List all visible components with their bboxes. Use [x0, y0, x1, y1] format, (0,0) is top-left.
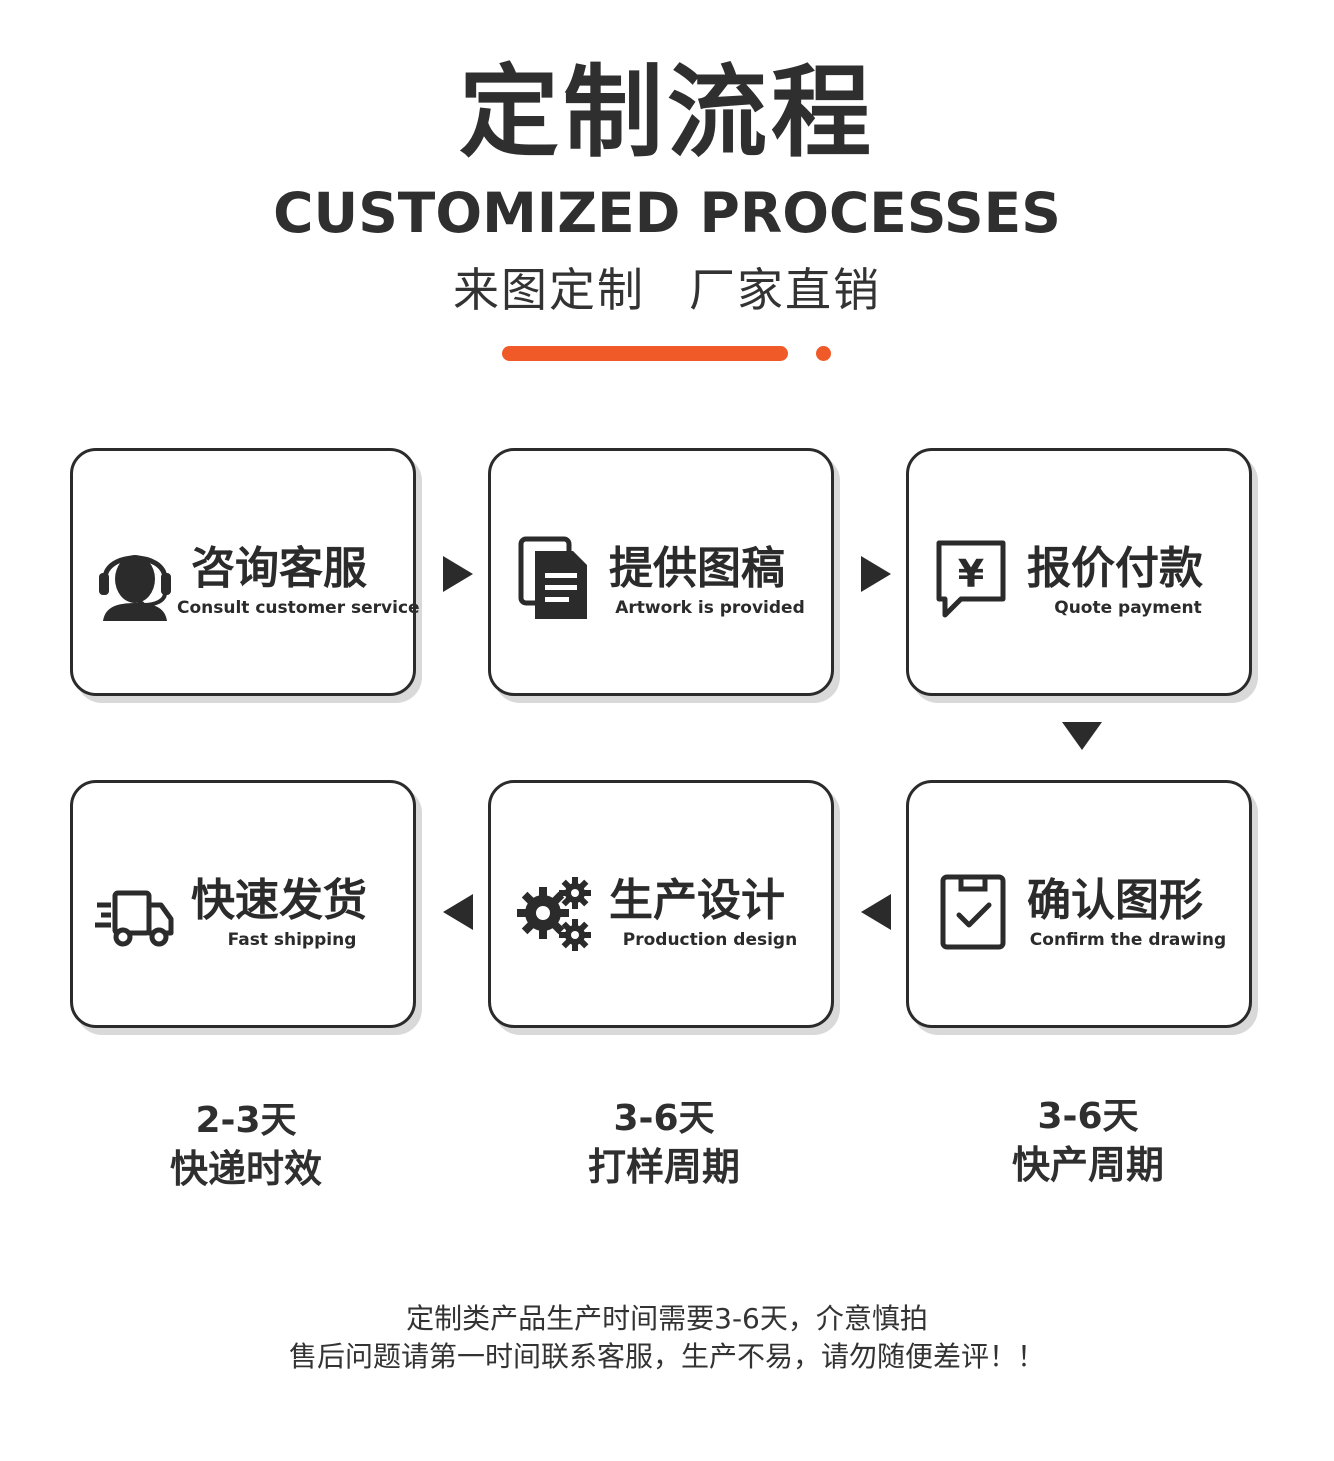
- step-label-en: Confirm the drawing: [1029, 930, 1227, 950]
- step-label-en: Consult customer service: [177, 598, 420, 618]
- step-label-cn: 生产设计: [609, 875, 785, 926]
- gears-icon: [517, 877, 591, 951]
- step-label-en: Artwork is provided: [615, 598, 805, 618]
- step-label-en: Quote payment: [1054, 598, 1202, 618]
- step-label-en: Production design: [622, 930, 798, 950]
- step-label-cn: 提供图稿: [609, 543, 785, 594]
- step-label-cn: 确认图形: [1027, 875, 1203, 926]
- period-days: 3-6天: [613, 1098, 715, 1139]
- period-days: 3-6天: [1037, 1096, 1139, 1137]
- note-line-1: 定制类产品生产时间需要3-6天，介意慎拍: [406, 1302, 928, 1335]
- accent-bar: [502, 346, 788, 361]
- step-label-cn: 快速发货: [191, 875, 367, 926]
- page-subtitle: 来图定制厂家直销: [0, 262, 1334, 318]
- step-card-shipping: 快速发货 Fast shipping: [70, 780, 416, 1028]
- arrow-left-icon: [443, 894, 473, 930]
- note-line-2: 售后问题请第一时间联系客服，生产不易，请勿随便差评！！: [288, 1340, 1045, 1373]
- arrow-left-icon: [861, 894, 891, 930]
- step-card-quote: ¥ 报价付款 Quote payment: [906, 448, 1252, 696]
- step-label-en: Fast shipping: [227, 930, 357, 950]
- headset-agent-icon: [99, 555, 171, 621]
- period-label: 快产周期: [1011, 1143, 1164, 1187]
- step-card-consult: 咨询客服 Consult customer service: [70, 448, 420, 696]
- svg-text:¥: ¥: [958, 552, 984, 596]
- accent-dot: [816, 346, 831, 361]
- period-days: 2-3天: [195, 1100, 297, 1141]
- subtitle-left: 来图定制: [453, 263, 645, 317]
- step-card-confirm: 确认图形 Confirm the drawing: [906, 780, 1252, 1028]
- page-title: 定制流程: [459, 54, 875, 171]
- page-title-english: CUSTOMIZED PROCESSES: [273, 181, 1061, 245]
- period-shipping: 2-3天 快递时效: [96, 1098, 396, 1194]
- subtitle-right: 厂家直销: [689, 263, 881, 317]
- step-card-artwork: 提供图稿 Artwork is provided: [488, 448, 834, 696]
- period-production: 3-6天 快产周期: [938, 1094, 1238, 1190]
- period-sample: 3-6天 打样周期: [514, 1096, 814, 1192]
- arrow-down-icon: [1062, 722, 1102, 750]
- arrow-right-icon: [443, 556, 473, 592]
- clipboard-check-icon: [940, 874, 1006, 950]
- arrow-right-icon: [861, 556, 891, 592]
- step-card-production: 生产设计 Production design: [488, 780, 834, 1028]
- yen-chat-icon: ¥: [936, 540, 1006, 618]
- step-label-cn: 咨询客服: [191, 543, 367, 594]
- delivery-truck-icon: [95, 890, 174, 947]
- step-label-cn: 报价付款: [1027, 543, 1203, 594]
- document-stack-icon: [518, 536, 587, 619]
- period-label: 快递时效: [169, 1147, 322, 1191]
- period-label: 打样周期: [587, 1145, 740, 1189]
